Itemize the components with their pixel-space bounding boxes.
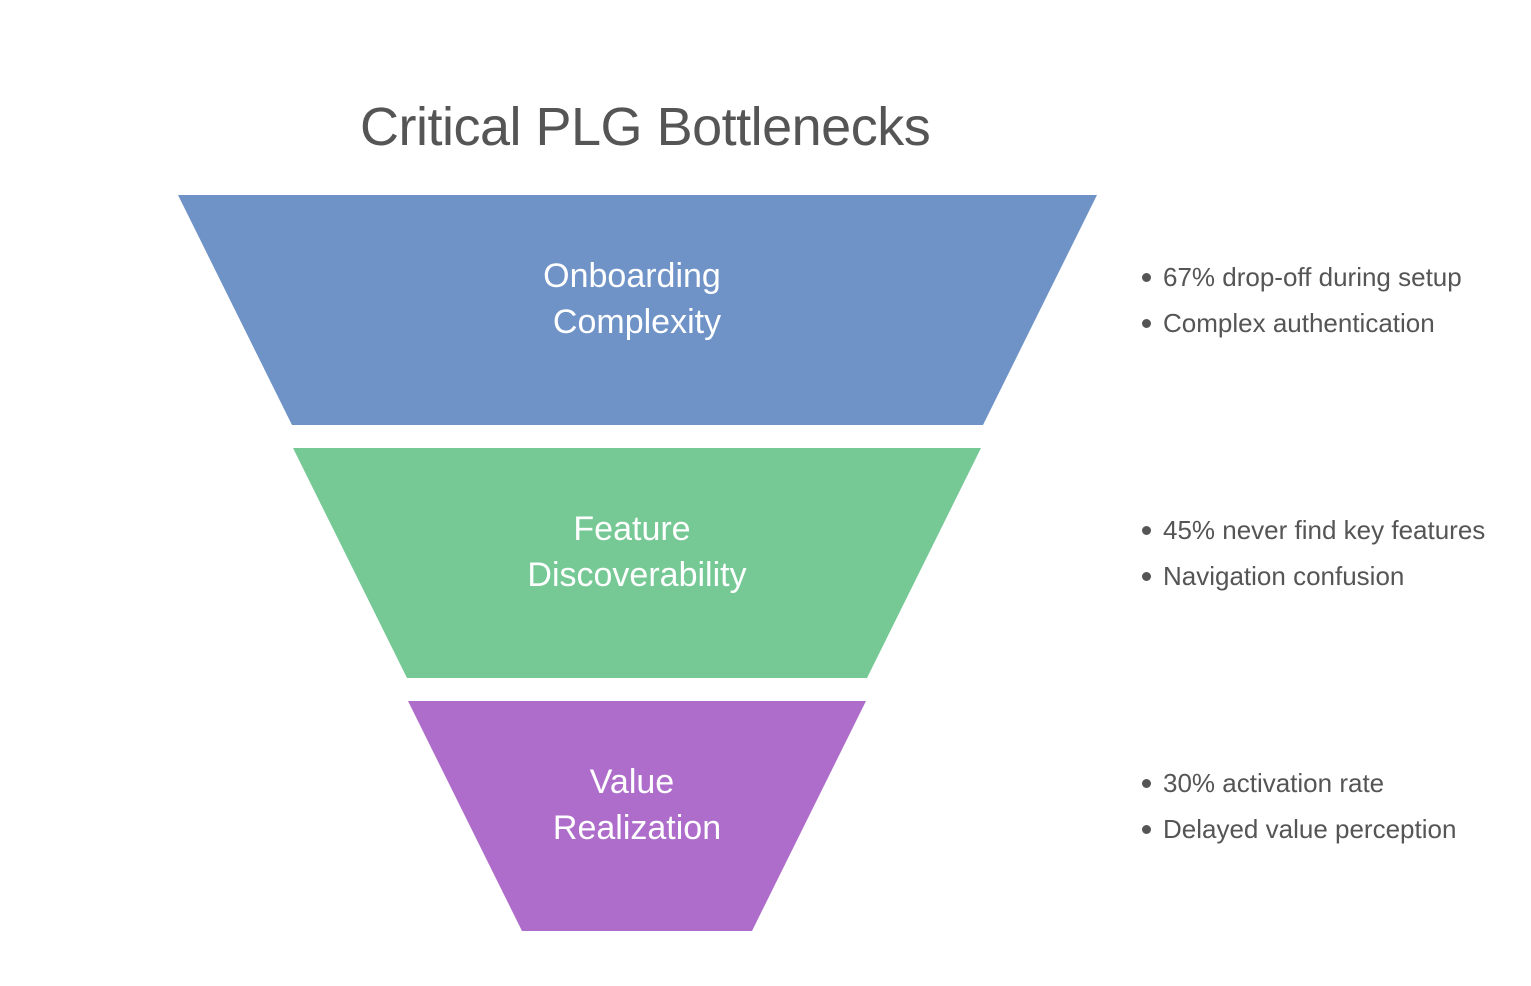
note-text: Delayed value perception [1163, 814, 1457, 844]
funnel-stage-label: Complexity [553, 303, 721, 341]
diagram-title: Critical PLG Bottlenecks [360, 97, 931, 157]
note-text: Complex authentication [1163, 308, 1435, 338]
bullet-icon [1142, 571, 1151, 581]
stage-notes-feature: 45% never find key features Navigation c… [1142, 507, 1485, 599]
note-item: Delayed value perception [1142, 806, 1456, 852]
note-item: Complex authentication [1142, 300, 1462, 346]
bullet-icon [1142, 318, 1151, 328]
funnel-stage-label: Discoverability [527, 556, 746, 594]
funnel-stage-label: Realization [553, 809, 721, 847]
note-text: Navigation confusion [1163, 561, 1405, 591]
funnel-stage-onboarding: Onboarding Complexity [178, 195, 1097, 425]
bullet-icon [1142, 525, 1151, 535]
funnel-stage-label: Onboarding [543, 257, 721, 295]
funnel-stage-feature: Feature Discoverability [293, 448, 981, 678]
stage-notes-onboarding: 67% drop-off during setup Complex authen… [1142, 254, 1462, 346]
note-text: 45% never find key features [1163, 515, 1486, 545]
bullet-icon [1142, 778, 1151, 788]
funnel-stage-label: Feature [573, 510, 690, 548]
note-text: 30% activation rate [1163, 768, 1385, 798]
stage-notes-value: 30% activation rate Delayed value percep… [1142, 760, 1456, 852]
note-text: 67% drop-off during setup [1163, 262, 1462, 292]
funnel-stage-shape [293, 448, 981, 678]
note-item: Navigation confusion [1142, 553, 1485, 599]
note-item: 45% never find key features [1142, 507, 1485, 553]
funnel-stage-shape [178, 195, 1097, 425]
note-item: 67% drop-off during setup [1142, 254, 1462, 300]
funnel-stage-value: Value Realization [408, 701, 866, 931]
bullet-icon [1142, 824, 1151, 834]
funnel-stage-shape [408, 701, 866, 931]
funnel-stage-label: Value [590, 763, 674, 801]
bullet-icon [1142, 272, 1151, 282]
note-item: 30% activation rate [1142, 760, 1456, 806]
